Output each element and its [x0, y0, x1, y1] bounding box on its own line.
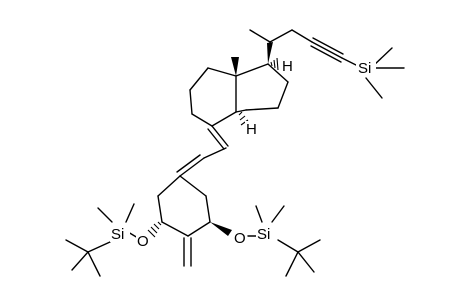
triene-linker [176, 125, 229, 177]
c17-hydrogen-label: H [282, 58, 293, 75]
left-oxygen-hash [147, 221, 162, 238]
left-tbs-group [65, 203, 139, 277]
cd-ring-system [189, 42, 289, 127]
right-oxygen-wedge [210, 222, 232, 236]
angular-methyl-wedge [231, 57, 239, 76]
left-silicon-label: Si [111, 226, 124, 243]
right-tbs-group [247, 205, 321, 277]
atom-labels: Si H H Si O O Si [110, 58, 376, 250]
c14-hydrogen-hash [238, 111, 249, 126]
c14-hydrogen-label: H [246, 121, 257, 138]
right-oxygen-label: O [234, 230, 246, 247]
right-silicon-label: Si [257, 226, 270, 243]
c17-hydrogen-hash [270, 57, 279, 71]
a-ring [157, 175, 211, 267]
left-oxygen-label: O [137, 233, 149, 250]
side-chain [249, 29, 405, 99]
top-silicon-label: Si [358, 60, 371, 77]
side-chain-wedge [267, 42, 273, 64]
